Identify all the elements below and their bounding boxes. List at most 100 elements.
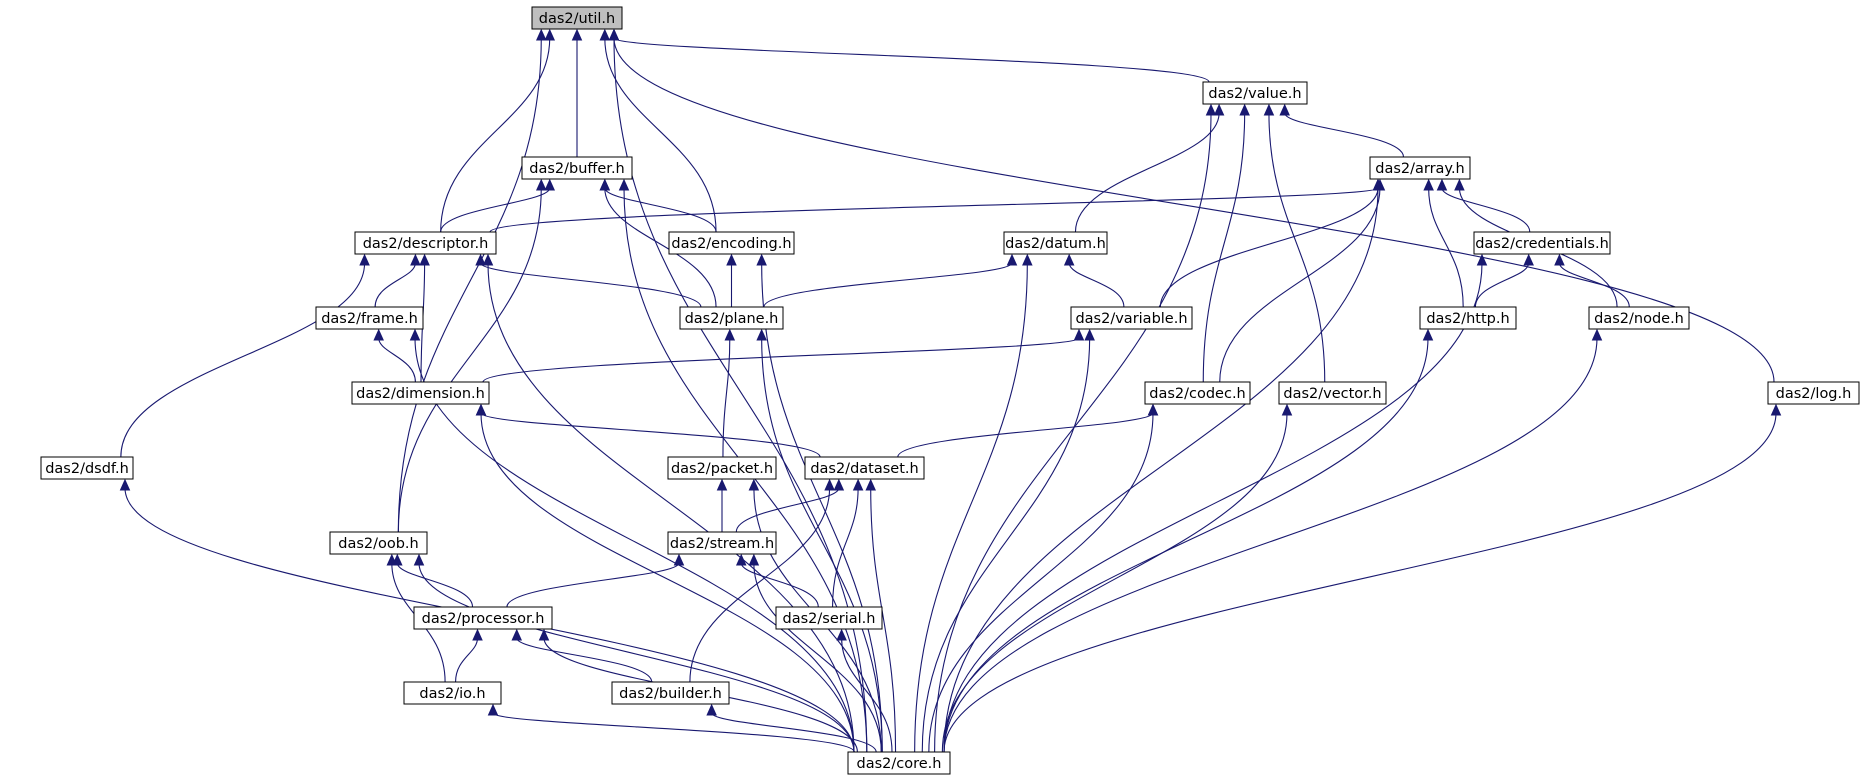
- edge-value-to-vector: [1268, 112, 1326, 383]
- edge-util-to-value: [613, 37, 1210, 83]
- arrowhead-node-core: [1591, 328, 1603, 341]
- node-serial[interactable]: das2/serial.h: [775, 606, 883, 630]
- node-packet[interactable]: das2/packet.h: [667, 456, 777, 480]
- node-box-variable: [1070, 306, 1193, 330]
- edge-array-to-core: [943, 187, 1379, 753]
- node-core[interactable]: das2/core.h: [847, 751, 951, 775]
- node-codec[interactable]: das2/codec.h: [1144, 381, 1251, 405]
- node-value[interactable]: das2/value.h: [1202, 81, 1308, 105]
- node-util[interactable]: das2/util.h: [531, 6, 623, 30]
- arrowhead-credentials-core: [1476, 253, 1488, 266]
- arrowhead-log-core: [1770, 403, 1782, 416]
- edge-credentials-to-http: [1474, 262, 1530, 308]
- arrowhead-util-log: [608, 28, 620, 41]
- edge-dataset-to-core: [870, 487, 897, 753]
- node-box-core: [847, 751, 951, 775]
- node-processor[interactable]: das2/processor.h: [413, 606, 553, 630]
- node-vector[interactable]: das2/vector.h: [1278, 381, 1387, 405]
- node-label-variable: das2/variable.h: [1075, 311, 1187, 327]
- arrowhead-packet-core: [748, 478, 760, 491]
- node-label-util: das2/util.h: [539, 11, 616, 27]
- node-label-buffer: das2/buffer.h: [529, 161, 625, 177]
- node-variable[interactable]: das2/variable.h: [1070, 306, 1193, 330]
- arrowhead-oob-io: [386, 553, 398, 566]
- node-oob[interactable]: das2/oob.h: [329, 531, 428, 555]
- node-label-stream: das2/stream.h: [670, 536, 774, 552]
- edge-util-to-oob: [397, 37, 542, 533]
- edge-buffer-to-plane: [604, 187, 717, 308]
- node-dataset[interactable]: das2/dataset.h: [804, 456, 925, 480]
- arrowhead-dataset-stream: [833, 478, 845, 491]
- node-box-encoding: [668, 231, 795, 255]
- node-box-log: [1767, 381, 1860, 405]
- nodes-layer: das2/util.h das2/value.h das2/buffer.h das2…: [40, 6, 1860, 775]
- arrowhead-descriptor-core: [482, 253, 494, 266]
- arrowhead-processor-core: [538, 628, 550, 641]
- node-label-http: das2/http.h: [1426, 311, 1509, 327]
- node-box-vector: [1278, 381, 1387, 405]
- node-label-plane: das2/plane.h: [685, 311, 779, 327]
- arrowhead-builder-core: [706, 703, 717, 716]
- node-io[interactable]: das2/io.h: [403, 681, 502, 705]
- edge-vector-to-core: [941, 412, 1288, 753]
- edge-value-to-core: [934, 112, 1212, 753]
- node-credentials[interactable]: das2/credentials.h: [1473, 231, 1611, 255]
- edge-array-to-variable: [1159, 187, 1379, 308]
- node-dimension[interactable]: das2/dimension.h: [351, 381, 490, 405]
- edge-datum-to-variable: [1068, 262, 1125, 308]
- node-log[interactable]: das2/log.h: [1767, 381, 1860, 405]
- arrowhead-dataset-serial: [852, 478, 864, 491]
- node-label-encoding: das2/encoding.h: [671, 236, 791, 252]
- node-box-descriptor: [354, 231, 497, 255]
- node-label-descriptor: das2/descriptor.h: [363, 236, 489, 252]
- edge-io-to-core: [492, 712, 855, 753]
- edge-processor-to-builder: [516, 637, 653, 683]
- node-box-node: [1588, 306, 1690, 330]
- edge-builder-to-core: [711, 712, 877, 753]
- edge-stream-to-processor: [506, 562, 680, 608]
- node-label-value: das2/value.h: [1208, 86, 1301, 102]
- node-descriptor[interactable]: das2/descriptor.h: [354, 231, 497, 255]
- arrowhead-stream-processor: [673, 553, 685, 566]
- node-label-processor: das2/processor.h: [422, 611, 545, 627]
- node-plane[interactable]: das2/plane.h: [679, 306, 784, 330]
- node-dsdf[interactable]: das2/dsdf.h: [40, 456, 134, 480]
- node-box-datum: [1003, 231, 1108, 255]
- edge-descriptor-to-frame: [374, 262, 416, 308]
- node-buffer[interactable]: das2/buffer.h: [521, 156, 633, 180]
- edge-util-to-core: [613, 37, 868, 753]
- edge-value-to-codec: [1202, 112, 1246, 383]
- node-frame[interactable]: das2/frame.h: [315, 306, 424, 330]
- arrowhead-value-core: [1205, 103, 1217, 116]
- arrowhead-dataset-core: [865, 478, 876, 491]
- arrowhead-credentials-http: [1523, 253, 1534, 266]
- arrowhead-serial-core: [836, 628, 847, 641]
- node-box-stream: [667, 531, 777, 555]
- edge-datum-to-core: [914, 262, 1028, 753]
- node-datum[interactable]: das2/datum.h: [1003, 231, 1108, 255]
- arrowhead-value-vector: [1263, 103, 1275, 116]
- arrowhead-util-encoding: [599, 28, 611, 41]
- node-box-dsdf: [40, 456, 134, 480]
- edge-dataset-to-stream: [735, 487, 840, 533]
- node-stream[interactable]: das2/stream.h: [667, 531, 777, 555]
- arrowhead-plane-core: [756, 328, 767, 341]
- edge-plane-to-packet: [722, 337, 731, 458]
- edge-dataset-to-serial: [832, 487, 859, 608]
- node-box-buffer: [521, 156, 633, 180]
- arrowhead-processor-builder: [511, 628, 523, 641]
- node-box-codec: [1144, 381, 1251, 405]
- node-http[interactable]: das2/http.h: [1419, 306, 1517, 330]
- edge-value-to-array: [1284, 112, 1405, 158]
- arrowhead-descriptor-frame: [410, 253, 421, 266]
- node-builder[interactable]: das2/builder.h: [611, 681, 730, 705]
- node-box-plane: [679, 306, 784, 330]
- edge-util-to-encoding: [604, 37, 717, 233]
- arrowhead-descriptor-plane: [475, 253, 486, 266]
- node-label-node: das2/node.h: [1594, 311, 1684, 327]
- node-array[interactable]: das2/array.h: [1369, 156, 1471, 180]
- node-encoding[interactable]: das2/encoding.h: [668, 231, 795, 255]
- arrowhead-codec-core: [1147, 403, 1159, 416]
- node-node[interactable]: das2/node.h: [1588, 306, 1690, 330]
- edge-oob-to-core: [418, 562, 855, 753]
